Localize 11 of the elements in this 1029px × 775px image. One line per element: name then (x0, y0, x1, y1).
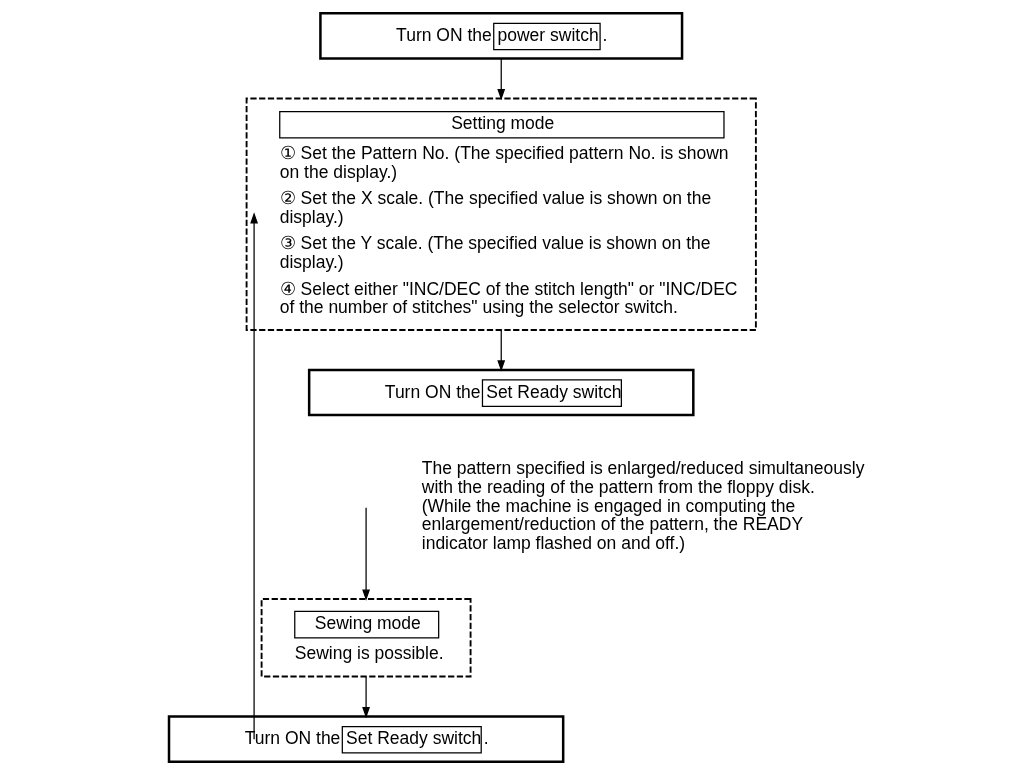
arrow (496, 329, 505, 372)
node-box: Turn ON the Set Ready switch (307, 368, 695, 417)
node-box: Setting mode ① Set the Pattern No. (The specified pattern No. is shown on the display.) ② Set the X scale. (The specified value is shown on the display.) ③ Set the Y scale. (The specified value is shown on the display.) ④ Select either "INC/DEC of the stitch length" or "INC/DEC of the number of stitches" using the selector switch. (245, 97, 757, 331)
arrow (249, 212, 258, 740)
arrow (361, 507, 370, 601)
node-box: Turn ON the power switch . (318, 12, 683, 60)
node-box: Sewing mode Sewing is possible. (260, 598, 471, 678)
label: The pattern specified is enlarged/reduced simultaneously with the reading of the pattern from the floppy disk. (While the machine is engaged in computing the enlargement/reduction of the pattern, the READY indicator lamp flashed on and off.) (421, 458, 864, 554)
node-box: Turn ON the Set Ready switch. (167, 715, 564, 763)
arrow (496, 57, 505, 101)
arrow (361, 676, 370, 719)
